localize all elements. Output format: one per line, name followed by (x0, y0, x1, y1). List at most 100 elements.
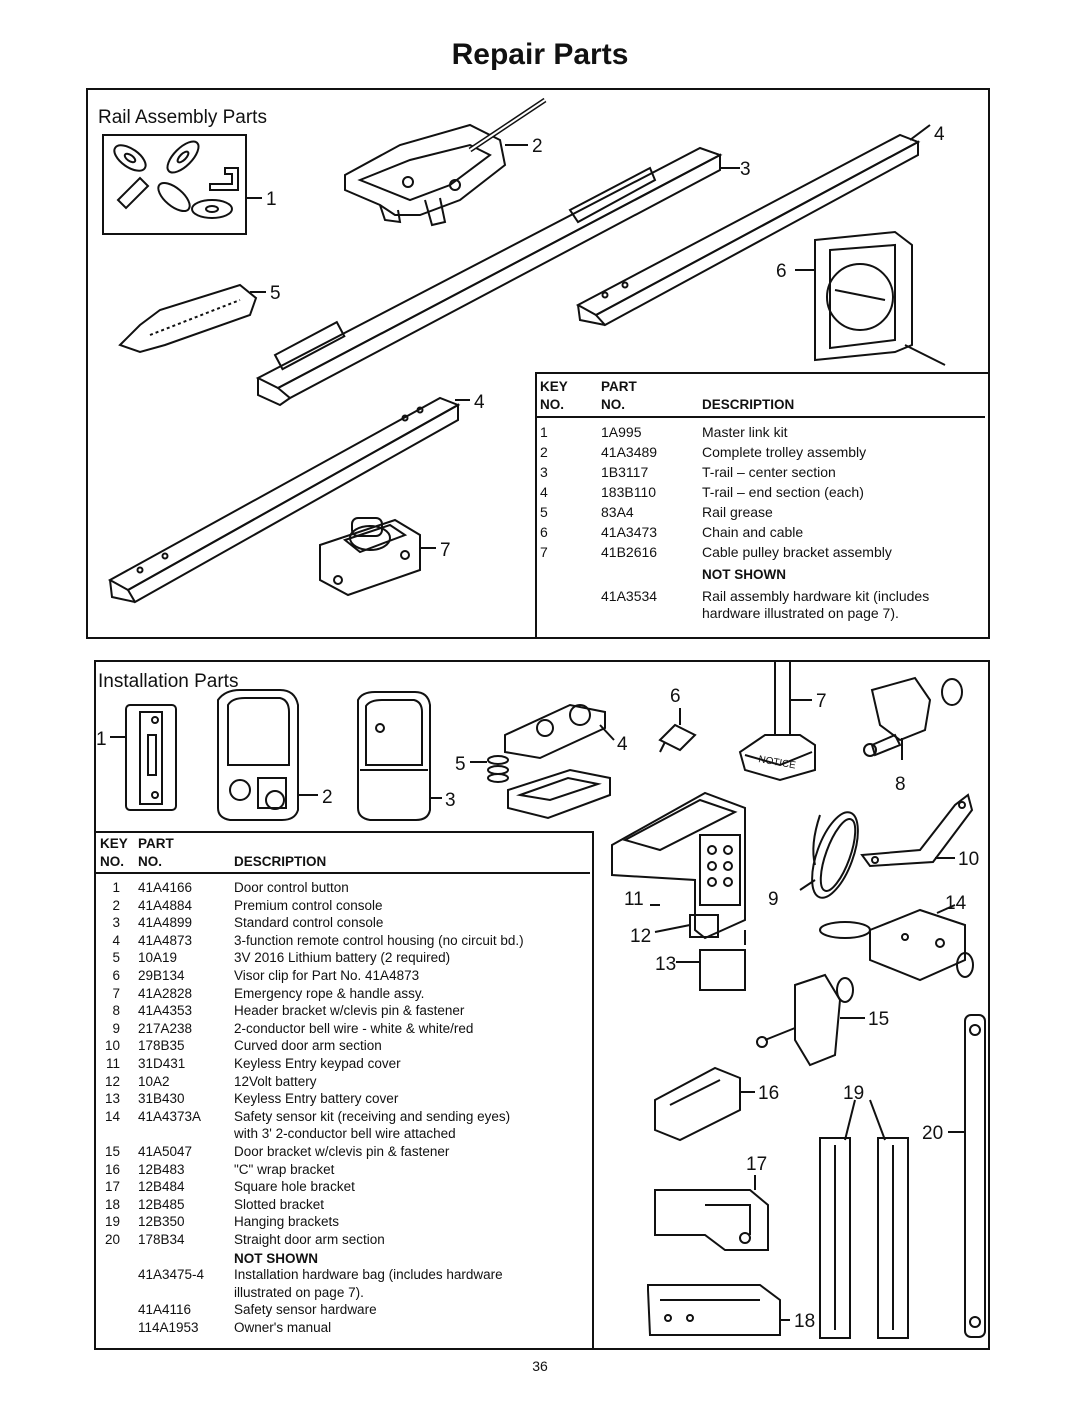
page-number: 36 (532, 1358, 548, 1374)
install-header-part-no: NO. (138, 854, 163, 869)
description: Rail assembly hardware kit (includes (702, 588, 930, 604)
part-no: 31B430 (138, 1091, 185, 1107)
description: Cable pulley bracket assembly (702, 544, 892, 560)
description: 12Volt battery (234, 1073, 317, 1089)
description: Keyless Entry battery cover (234, 1091, 399, 1107)
description: Master link kit (702, 424, 788, 440)
install-callout-12: 12 (630, 926, 651, 947)
description: Owner's manual (234, 1320, 332, 1335)
part-no: 31D431 (138, 1056, 186, 1071)
rail-assembly-illustration: 1 2 3 4 4 5 6 7 (102, 97, 946, 604)
part-no: 83A4 (601, 504, 634, 520)
table-row: 8 41A4353 Header bracket w/clevis pin & fa… (98, 1003, 588, 1021)
table-row-continued: hardware illustrated on page 7). (540, 605, 980, 623)
description-continued: with 3' 2-conductor bell wire attached (234, 1126, 456, 1142)
part-no: 12B483 (138, 1161, 185, 1177)
table-row: 114A1953 Owner's manual (98, 1320, 588, 1338)
rail-header-key: KEY (540, 379, 568, 394)
table-row-continued: with 3' 2-conductor bell wire attached (98, 1126, 588, 1144)
part-no: 41A3534 (601, 588, 658, 604)
key-no: 8 (112, 1003, 120, 1019)
description: Safety sensor kit (receiving and sending… (234, 1108, 511, 1124)
description: Keyless Entry keypad cover (234, 1056, 401, 1071)
c-wrap-bracket-icon (654, 1066, 741, 1142)
rail-header-part-no: NO. (601, 397, 626, 412)
safety-sensor-icon (819, 908, 974, 982)
key-no: 6 (540, 524, 548, 540)
part-no: 1A995 (601, 424, 642, 440)
installation-panel (94, 660, 990, 1350)
rail-not-shown-label: NOT SHOWN (702, 567, 786, 582)
install-parts-table-box (94, 831, 594, 1350)
part-no: 178B35 (138, 1038, 185, 1054)
description: Straight door arm section (234, 1232, 385, 1247)
rail-callout-4a: 4 (934, 124, 945, 145)
description: Header bracket w/clevis pin & fastener (234, 1003, 465, 1019)
rail-header-part: PART (601, 379, 637, 394)
table-row: 2 41A3489 Complete trolley assembly (540, 444, 980, 462)
key-no: 4 (112, 932, 120, 948)
rail-parts-table-box (535, 372, 990, 639)
emergency-rope-handle-icon (738, 660, 816, 782)
description: T-rail – end section (each) (702, 484, 864, 500)
description: 2-conductor bell wire - white & white/re… (234, 1020, 474, 1036)
key-no: 9 (112, 1020, 120, 1036)
install-callout-6: 6 (670, 686, 681, 707)
rail-callout-3: 3 (740, 159, 751, 180)
install-callout-17: 17 (746, 1154, 767, 1175)
notice-tag-label: NOTICE (757, 754, 796, 771)
description-continued: illustrated on page 7). (234, 1284, 364, 1300)
install-callout-13: 13 (655, 954, 676, 975)
install-callout-11: 11 (624, 889, 644, 910)
door-control-button-icon (125, 704, 177, 811)
part-no: 41A4873 (138, 932, 193, 948)
key-no: 16 (104, 1161, 120, 1177)
table-row: 1 1A995 Master link kit (540, 424, 980, 442)
install-callout-2: 2 (322, 787, 333, 808)
part-no: 12B350 (138, 1214, 185, 1230)
slotted-bracket-icon (647, 1284, 781, 1336)
key-no: 2 (540, 444, 548, 460)
install-callout-16: 16 (758, 1083, 779, 1104)
hanging-bracket-icon-left (819, 1137, 851, 1339)
part-no: 10A2 (138, 1073, 170, 1089)
install-callout-4: 4 (617, 734, 628, 755)
part-no: 41A4899 (138, 915, 193, 931)
key-no: 17 (104, 1179, 120, 1195)
part-no: 10A19 (138, 950, 178, 966)
key-no: 20 (104, 1232, 120, 1247)
hanging-bracket-icon-right (877, 1137, 909, 1339)
description: "C" wrap bracket (234, 1161, 335, 1177)
description: T-rail – center section (702, 464, 836, 480)
bell-wire-icon (811, 811, 859, 899)
description: Safety sensor hardware (234, 1302, 377, 1318)
table-row: 41A3534 Rail assembly hardware kit (incl… (540, 588, 980, 606)
install-header-key-no: NO. (100, 854, 125, 869)
rail-grease-icon (118, 283, 258, 354)
table-row: 5 83A4 Rail grease (540, 504, 980, 522)
key-no: 12 (104, 1073, 120, 1089)
part-no: 41A4353 (138, 1003, 193, 1019)
key-no: 3 (112, 915, 120, 931)
part-no: 114A1953 (138, 1320, 199, 1335)
part-no: 41A4373A (138, 1108, 202, 1124)
key-no: 18 (104, 1196, 120, 1212)
description: Chain and cable (702, 524, 804, 540)
install-not-shown-label: NOT SHOWN (234, 1250, 318, 1266)
key-no: 2 (112, 897, 120, 913)
header-bracket-icon (863, 676, 963, 760)
curved-door-arm-icon (860, 793, 974, 868)
rail-callout-5: 5 (270, 283, 281, 304)
table-row-continued: illustrated on page 7). (98, 1285, 588, 1303)
description: Premium control console (234, 897, 383, 913)
key-no: 13 (104, 1091, 120, 1107)
part-no: 41A3475-4 (138, 1267, 205, 1283)
